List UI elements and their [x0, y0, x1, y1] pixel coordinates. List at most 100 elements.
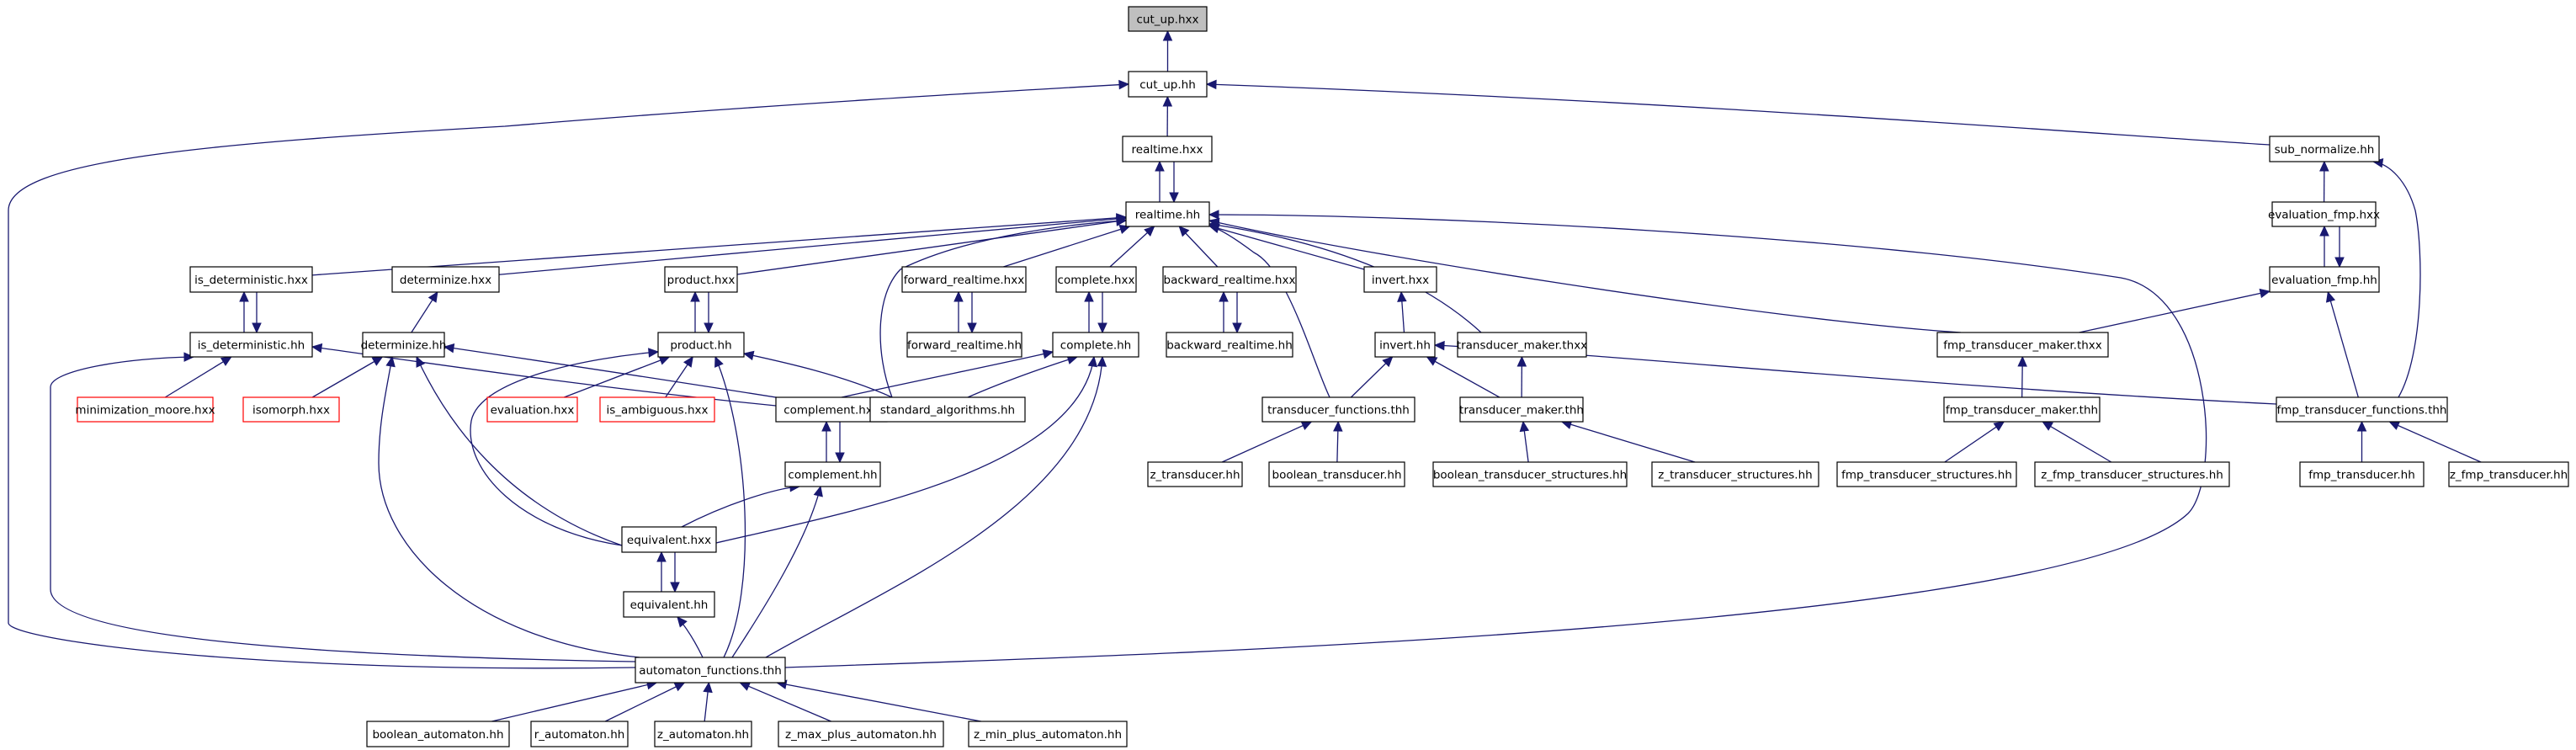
- node-isomorph-hxx[interactable]: isomorph.hxx: [242, 396, 340, 423]
- edge-automaton-functions-thh-to-cut-up-hh: [8, 79, 1130, 669]
- node-equivalent-hh[interactable]: equivalent.hh: [623, 591, 715, 618]
- node-label: complement.hh: [788, 469, 877, 482]
- node-evaluation-fmp-hxx[interactable]: evaluation_fmp.hxx: [2268, 201, 2380, 227]
- node-determinize-hh[interactable]: determinize.hh: [361, 332, 447, 358]
- node-label: cut_up.hh: [1139, 78, 1196, 92]
- node-transducer-maker-thh[interactable]: transducer_maker.thh: [1459, 396, 1584, 423]
- node-fmp-transducer-hh[interactable]: fmp_transducer.hh: [2299, 461, 2425, 487]
- edge-arrowhead: [1516, 355, 1527, 367]
- node-z-fmp-transducer-structures-hh[interactable]: z_fmp_transducer_structures.hh: [2034, 461, 2230, 487]
- node-z-transducer-hh[interactable]: z_transducer.hh: [1147, 461, 1243, 487]
- node-label: standard_algorithms.hh: [880, 404, 1015, 418]
- node-r-automaton-hh[interactable]: r_automaton.hh: [530, 721, 629, 747]
- node-forward-realtime-hh[interactable]: forward_realtime.hh: [906, 332, 1022, 358]
- node-label: z_fmp_transducer.hh: [2450, 469, 2568, 482]
- node-invert-hxx[interactable]: invert.hxx: [1363, 266, 1437, 293]
- node-box: [635, 657, 786, 684]
- edge-line: [777, 682, 981, 722]
- edge-arrowhead: [690, 290, 700, 302]
- edge-standard-algorithms-hh-to-product-hh: [742, 350, 893, 398]
- node-product-hxx[interactable]: product.hxx: [664, 266, 738, 293]
- edge-minimization-moore-hxx-to-is-deterministic-hh: [164, 356, 232, 398]
- node-is-deterministic-hh[interactable]: is_deterministic.hh: [189, 332, 313, 358]
- node-complement-hh[interactable]: complement.hh: [784, 461, 881, 487]
- node-boolean-transducer-structures-hh[interactable]: boolean_transducer_structures.hh: [1432, 461, 1628, 487]
- edge-arrowhead: [967, 322, 977, 334]
- node-fmp-transducer-maker-thh[interactable]: fmp_transducer_maker.thh: [1943, 396, 2101, 423]
- node-box: [1836, 461, 2017, 487]
- node-fmp-transducer-maker-thxx[interactable]: fmp_transducer_maker.thxx: [1936, 332, 2109, 358]
- node-realtime-hxx[interactable]: realtime.hxx: [1122, 136, 1213, 162]
- node-label: boolean_transducer.hh: [1272, 469, 1402, 482]
- node-realtime-hh[interactable]: realtime.hh: [1125, 201, 1210, 227]
- node-z-transducer-structures-hh[interactable]: z_transducer_structures.hh: [1651, 461, 1819, 487]
- node-z-fmp-transducer-hh[interactable]: z_fmp_transducer.hh: [2448, 461, 2569, 487]
- node-label: is_deterministic.hh: [198, 339, 305, 353]
- node-box: [869, 396, 1026, 423]
- edge-arrowhead: [1208, 210, 1219, 220]
- node-box: [784, 461, 881, 487]
- edge-arrowhead: [220, 356, 232, 366]
- node-cut-up-hh[interactable]: cut_up.hh: [1128, 71, 1208, 98]
- edge-arrowhead: [1333, 420, 1343, 432]
- edge-arrowhead: [739, 682, 752, 691]
- node-complement-hxx[interactable]: complement.hxx: [775, 396, 888, 423]
- edge-invert-hh-to-invert-hxx: [1397, 290, 1407, 333]
- node-label: z_min_plus_automaton.hh: [974, 728, 1122, 742]
- node-box: [1943, 396, 2101, 423]
- edge-arrowhead: [953, 290, 964, 302]
- node-z-max-plus-automaton-hh[interactable]: z_max_plus_automaton.hh: [778, 721, 944, 747]
- node-box: [906, 332, 1022, 358]
- edge-arrowhead: [1144, 226, 1155, 237]
- edge-fmp-transducer-functions-thh-to-sub-normalize-hh: [2372, 157, 2421, 398]
- node-label: evaluation_fmp.hxx: [2268, 209, 2380, 222]
- node-label: z_max_plus_automaton.hh: [785, 728, 937, 742]
- edge-determinize-hh-to-determinize-hxx: [411, 290, 438, 333]
- node-evaluation-fmp-hh[interactable]: evaluation_fmp.hh: [2269, 266, 2380, 293]
- node-product-hh[interactable]: product.hh: [657, 332, 745, 358]
- edge-line: [50, 356, 636, 662]
- node-boolean-transducer-hh[interactable]: boolean_transducer.hh: [1268, 461, 1405, 487]
- node-sub-normalize-hh[interactable]: sub_normalize.hh: [2269, 136, 2380, 162]
- node-complete-hh[interactable]: complete.hh: [1052, 332, 1139, 358]
- node-is-ambiguous-hxx[interactable]: is_ambiguous.hxx: [599, 396, 715, 423]
- node-label: determinize.hh: [361, 339, 447, 353]
- edges-layer: [8, 29, 2482, 722]
- node-z-min-plus-automaton-hh[interactable]: z_min_plus_automaton.hh: [968, 721, 1128, 747]
- node-forward-realtime-hxx[interactable]: forward_realtime.hxx: [901, 266, 1027, 293]
- edge-line: [604, 682, 685, 722]
- node-box: [1936, 332, 2109, 358]
- node-z-automaton-hh[interactable]: z_automaton.hh: [654, 721, 752, 747]
- node-box: [242, 396, 340, 423]
- node-standard-algorithms-hh[interactable]: standard_algorithms.hh: [869, 396, 1026, 423]
- edge-line: [491, 682, 657, 722]
- node-determinize-hxx[interactable]: determinize.hxx: [391, 266, 500, 293]
- node-box: [1374, 332, 1436, 358]
- node-invert-hh[interactable]: invert.hh: [1374, 332, 1436, 358]
- node-label: fmp_transducer.hh: [2308, 469, 2415, 482]
- node-automaton-functions-thh[interactable]: automaton_functions.thh: [635, 657, 786, 684]
- node-backward-realtime-hh[interactable]: backward_realtime.hh: [1166, 332, 1293, 358]
- node-backward-realtime-hxx[interactable]: backward_realtime.hxx: [1162, 266, 1297, 293]
- node-label: product.hh: [670, 339, 731, 353]
- node-transducer-maker-thxx[interactable]: transducer_maker.thxx: [1457, 332, 1587, 358]
- node-box: [2269, 136, 2380, 162]
- node-complete-hxx[interactable]: complete.hxx: [1055, 266, 1137, 293]
- node-boolean-automaton-hh[interactable]: boolean_automaton.hh: [366, 721, 510, 747]
- edge-evaluation-fmp-hxx-to-evaluation-fmp-hh: [2334, 226, 2345, 269]
- edge-line: [498, 217, 1127, 275]
- node-evaluation-hxx[interactable]: evaluation.hxx: [486, 396, 578, 423]
- edge-fmp-transducer-maker-thh-to-fmp-transducer-maker-thxx: [2017, 355, 2027, 398]
- node-is-deterministic-hxx[interactable]: is_deterministic.hxx: [189, 266, 313, 293]
- node-box: [1128, 71, 1208, 98]
- node-minimization-moore-hxx[interactable]: minimization_moore.hxx: [75, 396, 215, 423]
- node-label: r_automaton.hh: [534, 728, 625, 742]
- node-equivalent-hxx[interactable]: equivalent.hxx: [621, 526, 717, 553]
- node-transducer-functions-thh[interactable]: transducer_functions.thh: [1261, 396, 1415, 423]
- node-label: determinize.hxx: [400, 274, 491, 287]
- edge-transducer-functions-thh-to-invert-hh: [1350, 356, 1394, 398]
- node-fmp-transducer-structures-hh[interactable]: fmp_transducer_structures.hh: [1836, 461, 2017, 487]
- edge-line: [311, 216, 1127, 276]
- node-fmp-transducer-functions-thh[interactable]: fmp_transducer_functions.thh: [2276, 396, 2448, 423]
- edge-arrowhead: [703, 681, 713, 694]
